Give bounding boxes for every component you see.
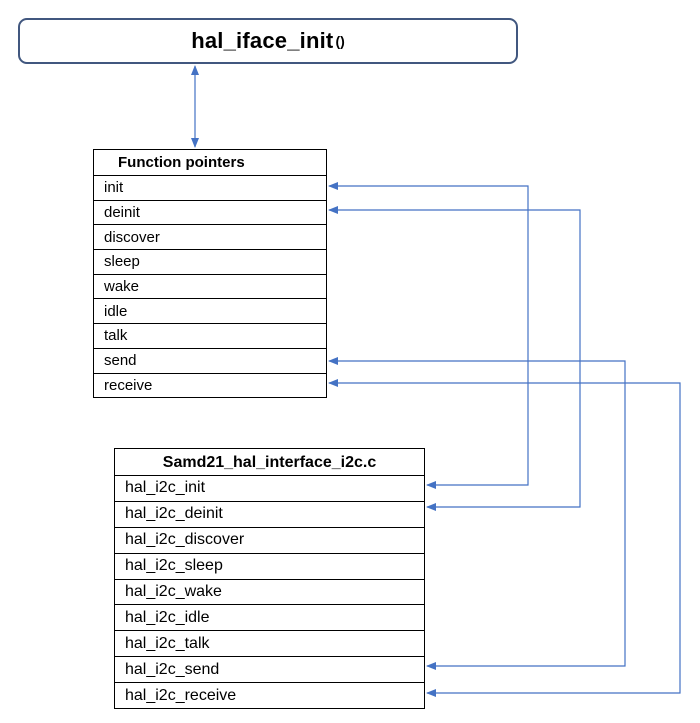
i2c-row-send: hal_i2c_send	[115, 657, 424, 684]
hal-iface-init-box: hal_iface_init ()	[18, 18, 518, 64]
i2c-row-talk: hal_i2c_talk	[115, 631, 424, 658]
fp-row-init: init	[94, 176, 326, 201]
i2c-row-idle: hal_i2c_idle	[115, 605, 424, 632]
function-pointers-table: Function pointers init deinit discover s…	[93, 149, 327, 398]
i2c-row-receive: hal_i2c_receive	[125, 687, 237, 705]
function-pointers-header: Function pointers	[94, 150, 326, 176]
title-parentheses: ()	[335, 33, 345, 49]
i2c-row-deinit: hal_i2c_deinit	[115, 502, 424, 528]
i2c-row-wake: hal_i2c_wake	[115, 580, 424, 606]
i2c-row-sleep: hal_i2c_sleep	[115, 554, 424, 580]
fp-row-deinit: deinit	[94, 201, 326, 226]
fp-row-wake: wake	[94, 275, 326, 300]
i2c-interface-table: Samd21_hal_interface_i2c.c hal_i2c_init …	[114, 448, 425, 709]
fp-row-idle: idle	[94, 299, 326, 325]
init-connector	[328, 182, 529, 489]
title-function-name: hal_iface_init	[191, 28, 334, 53]
fp-row-sleep: sleep	[94, 250, 326, 275]
fp-row-discover: discover	[94, 225, 326, 251]
fp-row-send: send	[94, 349, 326, 374]
i2c-interface-header: Samd21_hal_interface_i2c.c	[115, 449, 424, 476]
fp-row-receive: receive	[104, 377, 153, 395]
i2c-row-discover: hal_i2c_discover	[115, 528, 424, 554]
i2c-row-init: hal_i2c_init	[115, 476, 424, 502]
fp-row-talk: talk	[94, 324, 326, 349]
